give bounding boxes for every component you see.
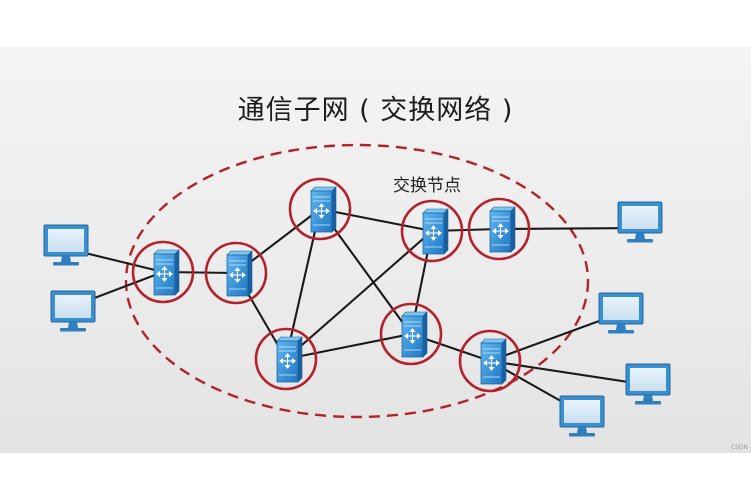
switch-node-icon bbox=[401, 311, 428, 358]
switch-node-icon bbox=[276, 336, 303, 383]
switch-ring bbox=[288, 177, 352, 241]
link bbox=[319, 207, 433, 233]
switch-ring bbox=[204, 241, 268, 305]
switch-ring bbox=[379, 302, 443, 366]
computer-monitor-icon bbox=[559, 395, 605, 437]
link bbox=[498, 226, 639, 231]
switch-ring bbox=[131, 240, 195, 304]
switch-node-label: 交换节点 bbox=[393, 176, 461, 196]
switch-node-icon bbox=[489, 206, 516, 253]
switch-ring bbox=[400, 199, 464, 263]
link bbox=[80, 250, 164, 274]
computer-monitor-icon bbox=[598, 292, 644, 334]
computer-monitor-icon bbox=[50, 290, 96, 332]
link bbox=[489, 359, 649, 387]
switch-node-icon bbox=[310, 186, 337, 233]
links bbox=[75, 207, 649, 414]
subnet-boundary bbox=[124, 143, 590, 419]
computer-monitor-icon bbox=[617, 201, 663, 243]
switch-node-icon bbox=[480, 338, 507, 385]
switch-ring bbox=[467, 197, 531, 261]
link bbox=[285, 332, 412, 361]
link bbox=[284, 208, 322, 360]
network-diagram bbox=[43, 143, 671, 437]
link bbox=[285, 230, 433, 360]
switch-node-icon bbox=[422, 208, 449, 255]
switch-node-icon bbox=[153, 249, 180, 296]
computer-monitor-icon bbox=[625, 363, 671, 405]
switch-ring bbox=[458, 329, 522, 393]
diagram-title: 通信子网 ( 交换网络 ) bbox=[237, 95, 514, 126]
watermark: CSDN bbox=[730, 444, 748, 451]
switch-node-icon bbox=[226, 250, 253, 297]
switch-ring bbox=[254, 327, 318, 391]
slide-canvas: 通信子网 ( 交换网络 ) 交换节点 CSDN bbox=[0, 47, 751, 453]
link bbox=[319, 208, 412, 335]
computer-monitor-icon bbox=[43, 224, 89, 266]
